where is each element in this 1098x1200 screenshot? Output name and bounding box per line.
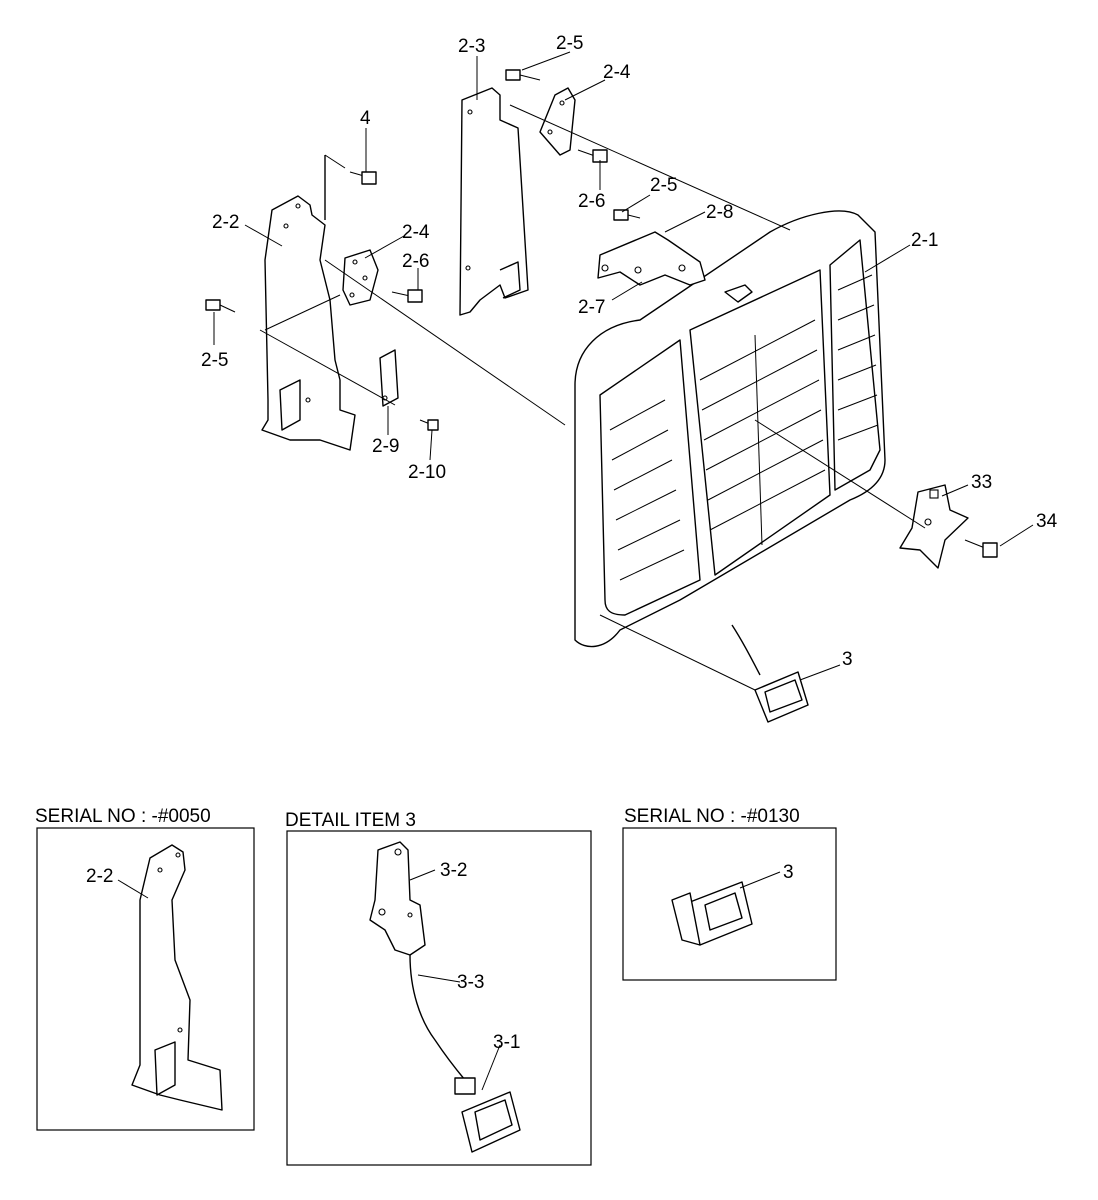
inset-serial-0130: SERIAL NO : -#0130 3 xyxy=(622,806,837,981)
bolt-4 xyxy=(349,171,377,185)
callout-3-main: 3 xyxy=(842,649,853,670)
assembly-lines xyxy=(259,104,926,691)
inset-caption-detail-item-3: DETAIL ITEM 3 xyxy=(285,810,416,831)
callout-3-1: 3-1 xyxy=(493,1032,520,1053)
callout-leaders xyxy=(213,51,1034,681)
callout-34: 34 xyxy=(1036,511,1058,532)
callout-2-5-left: 2-5 xyxy=(201,350,228,371)
callout-2-4-top: 2-4 xyxy=(603,62,631,83)
grille-emblem xyxy=(724,284,753,303)
callout-labels: 2-3 2-5 2-4 4 2-6 2-5 2-8 2-2 2-4 2-6 2-… xyxy=(201,33,1058,670)
callout-2-9: 2-9 xyxy=(372,436,399,457)
callout-3-3: 3-3 xyxy=(457,972,484,993)
bolt-2-6-top xyxy=(577,149,608,163)
bracket-2-4-top-part xyxy=(539,87,576,156)
bracket-2-4-mid-part xyxy=(342,249,379,306)
callout-2-8: 2-8 xyxy=(706,202,733,223)
callout-2-2-inset: 2-2 xyxy=(86,866,113,887)
bracket-2-7-2-8-part xyxy=(597,231,706,286)
callout-2-2: 2-2 xyxy=(212,212,239,233)
handle-3-part xyxy=(731,624,809,723)
inset-caption-serial-0050: SERIAL NO : -#0050 xyxy=(35,806,211,827)
grille-slats xyxy=(609,274,879,581)
bracket-2-2-part xyxy=(261,155,356,451)
inset-serial-0050: SERIAL NO : -#0050 2-2 xyxy=(35,806,255,1131)
callout-2-6-top: 2-6 xyxy=(578,191,605,212)
inset-frame-serial-0130 xyxy=(622,827,837,981)
callout-2-4-mid: 2-4 xyxy=(402,222,430,243)
bolt-2-5-mid xyxy=(613,209,641,221)
inset-caption-serial-0130: SERIAL NO : -#0130 xyxy=(624,806,800,827)
callout-2-6-mid: 2-6 xyxy=(402,251,429,272)
plate-33-part xyxy=(899,484,969,569)
callout-2-7: 2-7 xyxy=(578,297,605,318)
bolt-2-6-mid xyxy=(391,289,423,303)
inset-handle-3-1 xyxy=(454,1077,521,1153)
inset-handle-3 xyxy=(671,881,753,946)
bolt-34 xyxy=(964,539,998,558)
front-grille-part xyxy=(574,210,886,648)
bolts xyxy=(205,69,998,558)
callout-2-10: 2-10 xyxy=(408,462,446,483)
callout-2-5-top: 2-5 xyxy=(556,33,583,54)
callout-33: 33 xyxy=(971,472,992,493)
callout-3-inset: 3 xyxy=(783,862,794,883)
callout-3-2: 3-2 xyxy=(440,860,467,881)
bracket-2-3-part xyxy=(459,87,529,316)
bolt-2-10 xyxy=(419,419,439,431)
bolt-2-5-left xyxy=(205,299,236,313)
inset-frame-detail-item-3 xyxy=(286,830,592,1166)
inset-latch-3-2 xyxy=(369,841,426,956)
inset-bracket-2-2 xyxy=(131,844,223,1111)
inset-detail-item-3: DETAIL ITEM 3 3-2 3-3 3-1 xyxy=(285,810,592,1166)
bolt-2-5-top xyxy=(505,69,541,81)
callout-2-5-mid: 2-5 xyxy=(650,175,677,196)
callout-2-1: 2-1 xyxy=(911,230,938,251)
callout-2-3: 2-3 xyxy=(458,36,485,57)
callout-4: 4 xyxy=(360,108,371,129)
inset-frame-serial-0050 xyxy=(36,827,255,1131)
inset-cable-3-3 xyxy=(409,954,466,1081)
